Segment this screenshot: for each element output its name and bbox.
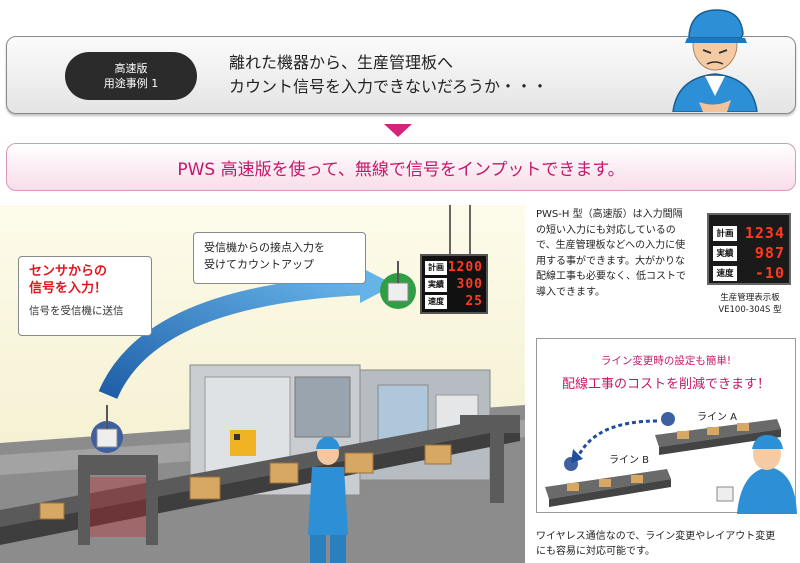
wireless-note-line2: にも容易に対応可能です。: [536, 546, 655, 557]
product-label: 速度: [713, 265, 737, 281]
solution-text: PWS 高速版を使って、無線で信号をインプットできます。: [177, 159, 625, 180]
solution-banner: PWS 高速版を使って、無線で信号をインプットできます。: [6, 143, 796, 191]
product-value: 1234: [744, 224, 785, 242]
line-change-diagram: [545, 412, 797, 514]
use-case-badge-line2: 用途事例 1: [103, 77, 159, 90]
problem-line2: カウント信号を入力できないだろうか・・・: [229, 77, 549, 96]
description-line: 用する事ができます。大がかりな: [536, 255, 685, 267]
sensor-callout-subtext: 信号を受信機に送信: [29, 305, 124, 317]
use-case-badge: 高速版 用途事例 1: [65, 52, 197, 100]
product-value: 987: [754, 244, 785, 262]
receiver-callout-line2: 受けてカウントアップ: [204, 258, 314, 271]
board-row-actual: 実績 300: [425, 276, 483, 293]
sensor-callout-title-1: センサからの: [29, 264, 108, 279]
board-label: 実績: [425, 277, 447, 292]
description-line: PWS-H 型（高速版）は入力間隔: [536, 209, 683, 220]
problem-statement: 離れた機器から、生産管理板へ カウント信号を入力できないだろうか・・・: [229, 51, 548, 99]
line-change-title: ライン変更時の設定も簡単!: [600, 355, 732, 367]
sensor-callout-title-2: 信号を入力！: [29, 281, 108, 296]
board-value: 1200: [447, 260, 483, 275]
board-label: 速度: [425, 294, 447, 309]
description-line: 配線工事も必要なく、低コストで: [536, 271, 686, 282]
use-case-badge-line1: 高速版: [114, 62, 148, 75]
wireless-note-line1: ワイヤレス通信なので、ライン変更やレイアウト変更: [536, 531, 776, 542]
line-b-label: ライン B: [609, 455, 650, 466]
board-value: 300: [456, 277, 483, 292]
product-row-plan: 計画 1234: [713, 223, 785, 243]
down-arrow-icon: [384, 124, 412, 137]
description-line: の短い入力にも対応しているの: [536, 224, 676, 236]
product-display-board: 計画 1234 実績 987 速度 -10: [707, 213, 791, 285]
problem-banner: 高速版 用途事例 1 離れた機器から、生産管理板へ カウント信号を入力できないだ…: [6, 36, 796, 114]
product-caption: 生産管理表示板 VE100-304S 型: [703, 292, 797, 316]
product-description: PWS-H 型（高速版）は入力間隔 の短い入力にも対応しているの で、生産管理板…: [536, 207, 706, 300]
production-board-display: 計画 1200 実績 300 速度 25: [420, 254, 488, 314]
product-value: -10: [754, 264, 785, 282]
board-value: 25: [465, 294, 483, 309]
description-line: 導入できます。: [536, 286, 605, 298]
factory-illustration: センサからの 信号を入力！ 信号を受信機に送信 受信機からの接点入力を 受けてカ…: [0, 205, 525, 563]
line-a-label: ライン A: [697, 412, 738, 423]
problem-line1: 離れた機器から、生産管理板へ: [229, 53, 454, 72]
product-row-actual: 実績 987: [713, 243, 785, 263]
line-change-subtitle: 配線工事のコストを削減できます！: [561, 377, 770, 392]
receiver-callout: 受信機からの接点入力を 受けてカウントアップ: [193, 232, 366, 284]
board-row-plan: 計画 1200: [425, 259, 483, 276]
product-caption-line1: 生産管理表示板: [720, 293, 780, 303]
product-caption-line2: VE100-304S 型: [718, 305, 782, 315]
product-label: 実績: [713, 245, 737, 261]
sensor-callout: センサからの 信号を入力！ 信号を受信機に送信: [18, 256, 152, 336]
product-row-speed: 速度 -10: [713, 263, 785, 283]
worried-worker-illustration: [672, 9, 758, 112]
board-row-speed: 速度 25: [425, 293, 483, 310]
description-line: で、生産管理板などへの入力に使: [536, 240, 686, 251]
receiver-callout-line1: 受信機からの接点入力を: [204, 241, 325, 254]
product-label: 計画: [713, 225, 737, 241]
wireless-note: ワイヤレス通信なので、ライン変更やレイアウト変更 にも容易に対応可能です。: [536, 529, 798, 559]
line-change-panel: ライン変更時の設定も簡単! 配線工事のコストを削減できます！ ライン A ライン…: [536, 338, 797, 514]
board-label: 計画: [425, 260, 447, 275]
